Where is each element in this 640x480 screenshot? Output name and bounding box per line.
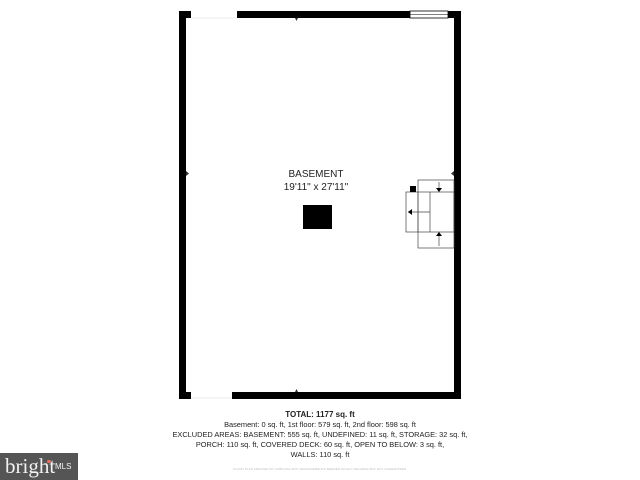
right-marker-icon xyxy=(451,171,454,176)
stair-arrow-up-icon xyxy=(436,232,442,236)
area-summary: TOTAL: 1177 sq. ft Basement: 0 sq. ft, 1… xyxy=(0,410,640,474)
floor-areas: Basement: 0 sq. ft, 1st floor: 579 sq. f… xyxy=(224,420,416,429)
left-marker-icon xyxy=(186,171,189,176)
column-icon xyxy=(303,205,332,229)
walls-area: WALLS: 110 sq. ft xyxy=(290,450,350,459)
excluded-areas-1: EXCLUDED AREAS: BASEMENT: 555 sq. ft, UN… xyxy=(172,430,468,439)
stair-arrow-down-icon xyxy=(436,188,442,192)
room-name: BASEMENT xyxy=(288,169,343,180)
logo-brand: bright xyxy=(5,454,56,478)
stair-post-icon xyxy=(410,186,416,192)
left-wall xyxy=(179,11,186,399)
logo-accent xyxy=(47,460,51,463)
disclaimer: FLOOR PLAN CREATED BY CUBICASA APP. MEAS… xyxy=(232,467,408,471)
top-marker-icon xyxy=(295,18,298,21)
bright-mls-logo: bright MLS xyxy=(0,453,78,480)
total-area: TOTAL: 1177 sq. ft xyxy=(285,410,355,419)
room-dimensions: 19'11" x 27'11" xyxy=(284,182,349,193)
window xyxy=(409,10,449,19)
stair-arrow-left-icon xyxy=(408,209,412,215)
bottom-wall-main xyxy=(232,392,461,399)
excluded-areas-2: PORCH: 110 sq. ft, COVERED DECK: 60 sq. … xyxy=(195,440,445,449)
top-wall-right xyxy=(448,11,461,18)
bottom-marker-icon xyxy=(295,389,298,392)
top-wall-left xyxy=(179,11,191,18)
bottom-wall-left xyxy=(179,392,191,399)
top-wall-middle xyxy=(237,11,410,18)
walls xyxy=(179,11,461,399)
right-wall xyxy=(454,11,461,399)
logo-suffix: MLS xyxy=(55,462,72,471)
